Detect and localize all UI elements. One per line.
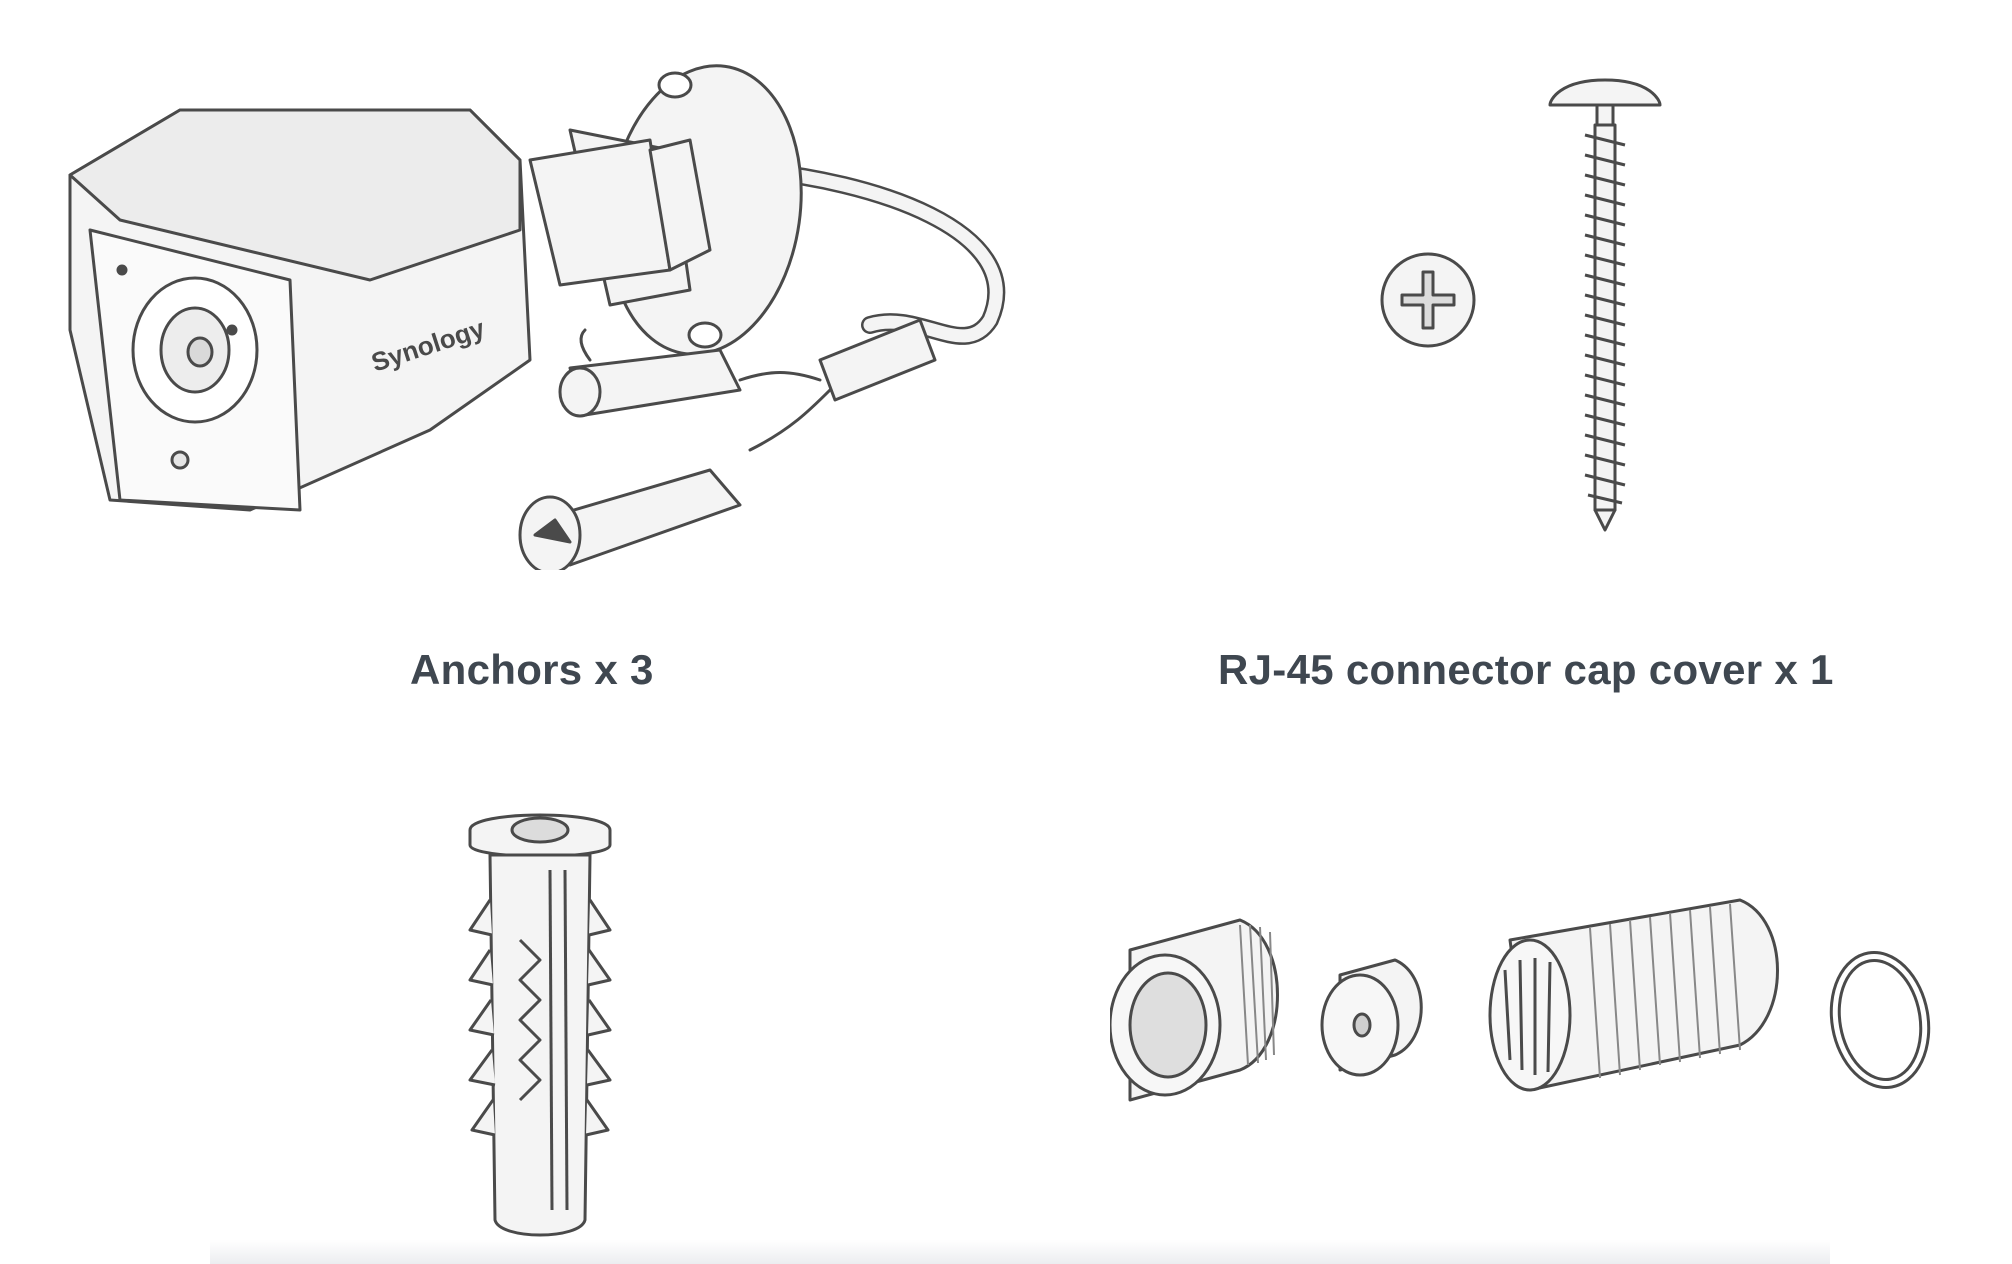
screw-illustration [1380,78,1662,532]
anchors-caption: Anchors x 3 [410,646,654,693]
rj45-cap-cover-illustration [1110,898,1931,1102]
bottom-shadow [210,1240,1830,1264]
bullet-camera-illustration: Synology [68,64,1006,570]
wall-anchor-illustration [468,813,612,1237]
rj45-cap-cover-caption: RJ-45 connector cap cover x 1 [1218,646,1834,693]
